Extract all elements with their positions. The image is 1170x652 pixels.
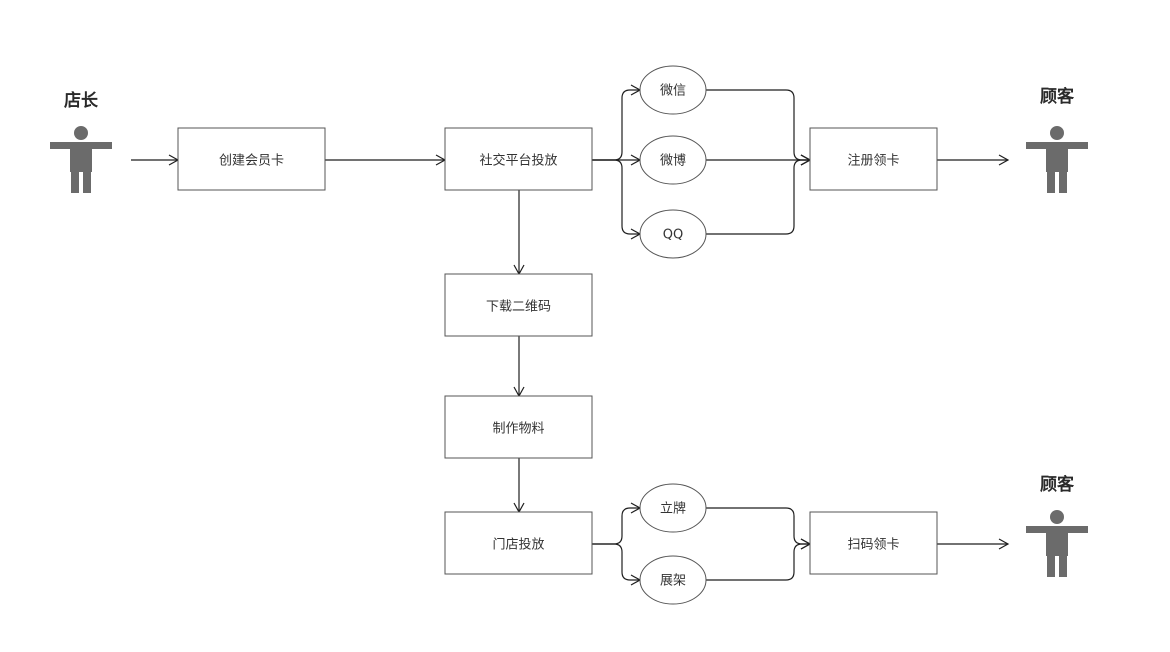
node-make-material-label: 制作物料: [492, 422, 544, 437]
edge-store-to-standee: [592, 502, 642, 545]
node-create-card-label: 创建会员卡: [219, 154, 284, 169]
edge-store-to-rack: [592, 543, 642, 586]
edge-qq-to-register: [706, 154, 812, 235]
actor-customer-top-label: 顾客: [1040, 86, 1075, 107]
actor-customer-top: 顾客: [1026, 86, 1088, 193]
node-register-card-label: 注册领卡: [847, 154, 899, 169]
edge-social-to-qq: [592, 159, 642, 240]
node-standee: 立牌: [639, 483, 707, 533]
node-download-qr-label: 下载二维码: [486, 300, 551, 315]
node-create-card: 创建会员卡: [177, 127, 326, 191]
node-weibo-label: 微博: [660, 154, 686, 169]
node-social-publish: 社交平台投放: [444, 127, 593, 191]
node-scan-card-label: 扫码领卡: [847, 538, 899, 553]
actor-customer-bottom-label: 顾客: [1040, 474, 1075, 495]
node-scan-card: 扫码领卡: [809, 511, 938, 575]
node-display-rack: 展架: [639, 555, 707, 605]
edge-standee-to-scan: [706, 507, 812, 550]
connectors: [131, 84, 1010, 586]
node-download-qr: 下载二维码: [444, 273, 593, 337]
node-qq-label: QQ: [663, 228, 683, 243]
edge-rack-to-scan: [706, 538, 812, 581]
node-weibo: 微博: [639, 135, 707, 185]
node-register-card: 注册领卡: [809, 127, 938, 191]
node-qq: QQ: [639, 209, 707, 259]
node-wechat-label: 微信: [660, 84, 686, 99]
node-standee-label: 立牌: [660, 501, 686, 517]
actor-customer-bottom: 顾客: [1026, 474, 1088, 577]
edge-social-to-wechat: [592, 84, 642, 161]
person-icon: [50, 126, 112, 193]
edge-wechat-to-register: [706, 89, 812, 166]
node-make-material: 制作物料: [444, 395, 593, 459]
node-store-publish-label: 门店投放: [492, 537, 544, 553]
node-store-publish: 门店投放: [444, 511, 593, 575]
person-icon: [1026, 510, 1088, 577]
node-display-rack-label: 展架: [660, 574, 686, 589]
actor-owner-label: 店长: [64, 90, 99, 111]
node-social-publish-label: 社交平台投放: [479, 153, 557, 169]
person-icon: [1026, 126, 1088, 193]
actor-owner: 店长: [50, 90, 112, 193]
node-wechat: 微信: [639, 65, 707, 115]
